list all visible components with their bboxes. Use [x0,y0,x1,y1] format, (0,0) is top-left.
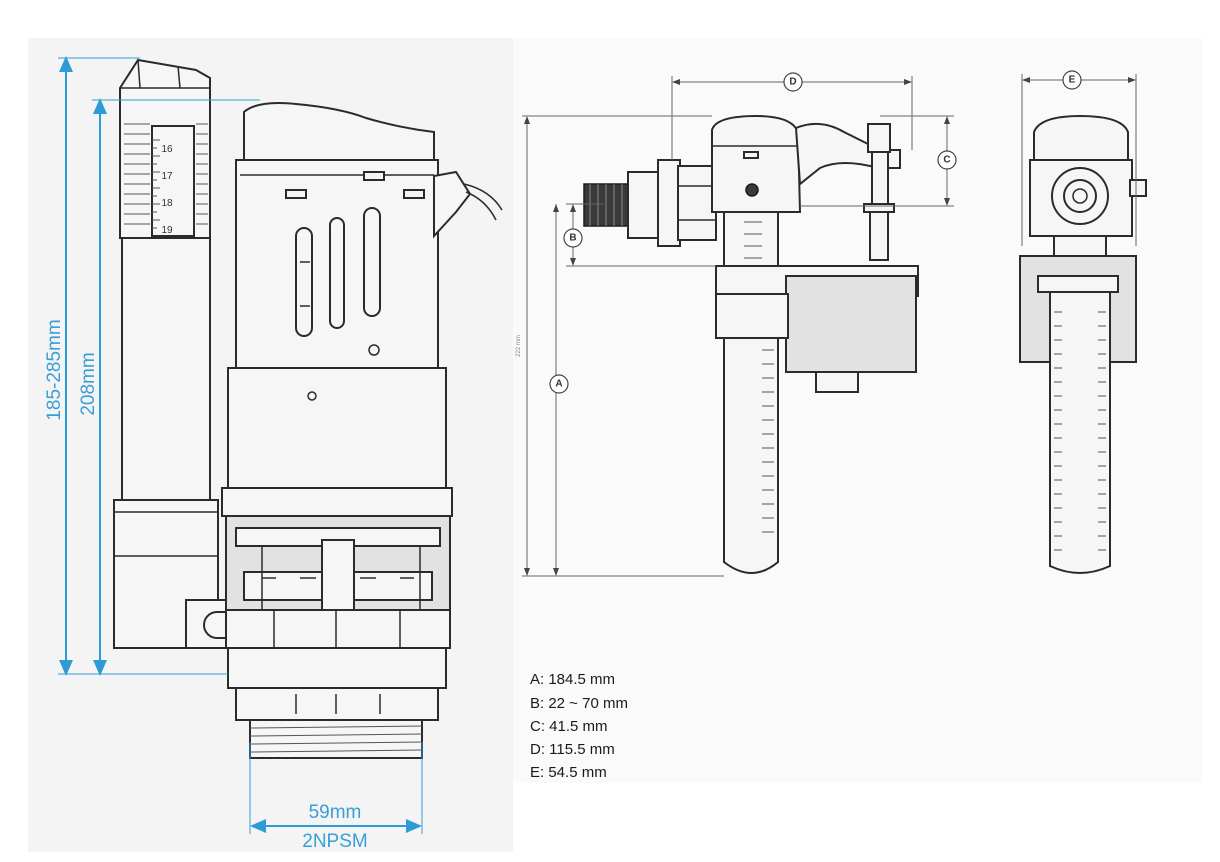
flush-valve-cap [243,102,435,161]
width-label: 59mm [309,802,362,823]
dimension-marker-c [937,150,957,170]
fill-valve-head [711,114,802,213]
dimension-marker-d [783,72,803,92]
scale-mark-18: 18 [161,198,173,209]
legend-line-d: D: 115.5 mm [530,741,615,758]
legend-line-a: A: 184.5 mm [530,671,615,688]
fill-valve-front-view [583,114,919,574]
dimension-marker-b [563,228,583,248]
fill-valve-tube [723,337,779,574]
dimension-letter-a: A [555,379,562,390]
dimension-legend: A: 184.5 mm B: 22 ~ 70 mm C: 41.5 mm D: … [530,671,628,781]
scale-mark-19: 19 [161,225,173,236]
fill-valve-dimensions: 222 mm A B D C E [516,70,1137,577]
legend-line-e: E: 54.5 mm [530,764,607,781]
overflow-ribs [124,123,208,225]
thread-label: 2NPSM [302,831,367,852]
height-range-label: 185-285mm [44,319,65,420]
dimension-marker-e [1062,70,1082,90]
side-note: 222 mm [516,335,522,357]
height-label: 208mm [78,352,99,415]
dimension-letter-d: D [789,77,796,88]
flush-valve-thread [249,719,423,759]
overflow-scale-window [151,125,195,237]
flush-valve-dimensions: 185-285mm 208mm 59mm 2NPSM [44,56,423,852]
dimension-letter-e: E [1069,75,1076,86]
fill-valve-arm [794,122,901,186]
fill-valve-inlet-thread [583,183,631,227]
scale-mark-16: 16 [161,144,173,155]
fill-valve-float [785,275,917,373]
dimension-marker-a [549,374,569,394]
legend-line-c: C: 41.5 mm [530,718,608,735]
legend-line-b: B: 22 ~ 70 mm [530,695,628,712]
scale-mark-17: 17 [161,171,173,182]
fill-valve-side-view [1019,114,1147,574]
flush-valve-body [221,102,503,759]
dimension-letter-c: C [943,155,950,166]
dimension-letter-b: B [569,233,576,244]
flush-valve-drawing: 16 17 18 19 [113,58,503,759]
